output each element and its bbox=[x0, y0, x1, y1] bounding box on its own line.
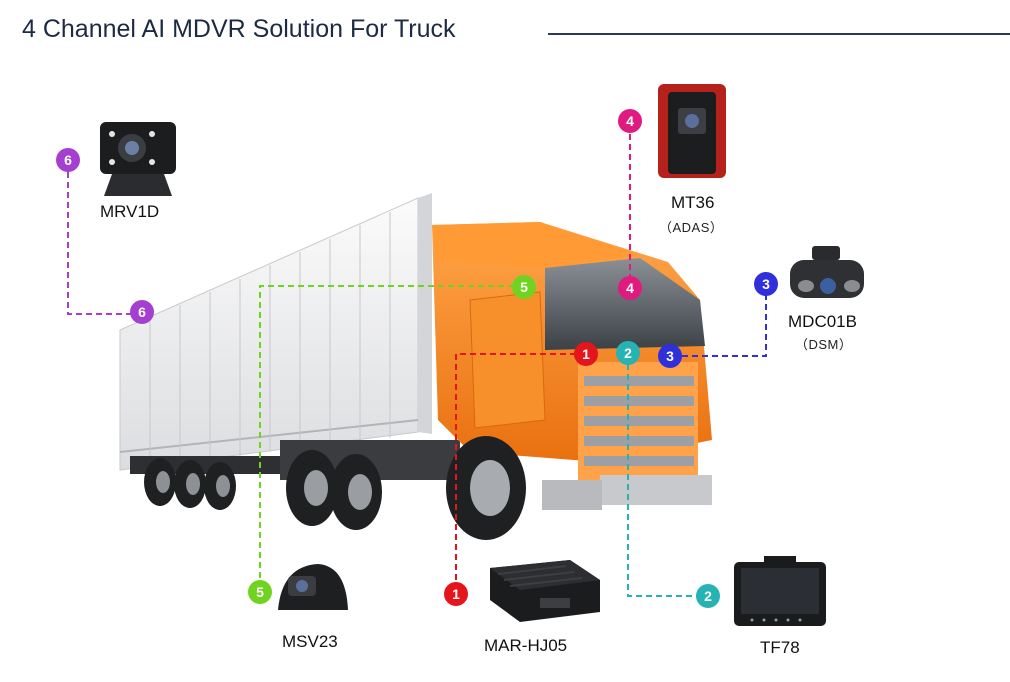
front-grille bbox=[584, 376, 694, 466]
svg-text:2: 2 bbox=[624, 345, 632, 361]
svg-text:3: 3 bbox=[666, 348, 674, 364]
tractor-rear-wheels bbox=[286, 450, 382, 530]
front-bumper bbox=[600, 475, 712, 505]
channel-4-badge-device: 4 bbox=[618, 109, 642, 133]
svg-text:6: 6 bbox=[138, 304, 146, 320]
device-label-mrv1d: MRV1D bbox=[100, 202, 160, 221]
channel-3-badge-truck: 3 bbox=[658, 344, 682, 368]
channel-3-badge-device: 3 bbox=[754, 272, 778, 296]
device-label-msv23: MSV23 bbox=[282, 632, 338, 651]
channel-2-badge-truck: 2 bbox=[616, 341, 640, 365]
channel-5-badge-device: 5 bbox=[248, 580, 272, 604]
svg-text:1: 1 bbox=[582, 346, 590, 362]
channel-1-badge-device: 1 bbox=[444, 582, 468, 606]
channel-6-badge-device: 6 bbox=[56, 148, 80, 172]
svg-text:4: 4 bbox=[626, 113, 634, 129]
svg-text:6: 6 bbox=[64, 152, 72, 168]
ch6-connector bbox=[67, 162, 142, 315]
rear-camera-icon bbox=[100, 122, 176, 196]
device-note-mdc01b: （DSM） bbox=[795, 337, 853, 352]
device-note-mt36: （ADAS） bbox=[659, 220, 724, 235]
channel-4-badge-truck: 4 bbox=[618, 276, 642, 300]
channel-1-badge-truck: 1 bbox=[574, 342, 598, 366]
device-label-mdc01b: MDC01B bbox=[788, 312, 857, 331]
ch3-connector bbox=[672, 286, 767, 357]
ch2-connector bbox=[627, 354, 706, 597]
channel-2-badge-device: 2 bbox=[696, 584, 720, 608]
svg-text:5: 5 bbox=[256, 584, 264, 600]
adas-camera-icon bbox=[658, 84, 726, 178]
mdvr-recorder-icon bbox=[490, 560, 600, 622]
page-title: 4 Channel AI MDVR Solution For Truck bbox=[22, 15, 456, 43]
channel-badges: 1 1 2 2 3 3 4 4 5 5 6 6 bbox=[56, 109, 778, 608]
device-label-mt36: MT36 bbox=[671, 193, 715, 212]
ch1-connector bbox=[455, 353, 586, 594]
truck-cab bbox=[432, 222, 712, 510]
trailer-wheels bbox=[144, 458, 236, 510]
dsm-camera-icon bbox=[790, 246, 864, 298]
svg-text:4: 4 bbox=[626, 280, 634, 296]
side-camera-icon bbox=[278, 564, 348, 610]
truck-illustration bbox=[119, 193, 712, 540]
svg-text:5: 5 bbox=[520, 279, 528, 295]
monitor-icon bbox=[734, 556, 826, 626]
title-divider bbox=[548, 33, 1010, 35]
device-label-mar-hj05: MAR-HJ05 bbox=[484, 636, 568, 655]
ch5-connector bbox=[259, 285, 524, 592]
channel-6-badge-truck: 6 bbox=[130, 300, 154, 324]
device-label-tf78: TF78 bbox=[760, 638, 800, 657]
svg-text:1: 1 bbox=[452, 586, 460, 602]
svg-text:3: 3 bbox=[762, 276, 770, 292]
channel-5-badge-truck: 5 bbox=[512, 275, 536, 299]
trailer-body bbox=[119, 193, 432, 471]
connection-lines bbox=[67, 124, 767, 597]
svg-text:2: 2 bbox=[704, 588, 712, 604]
windshield bbox=[545, 258, 705, 350]
